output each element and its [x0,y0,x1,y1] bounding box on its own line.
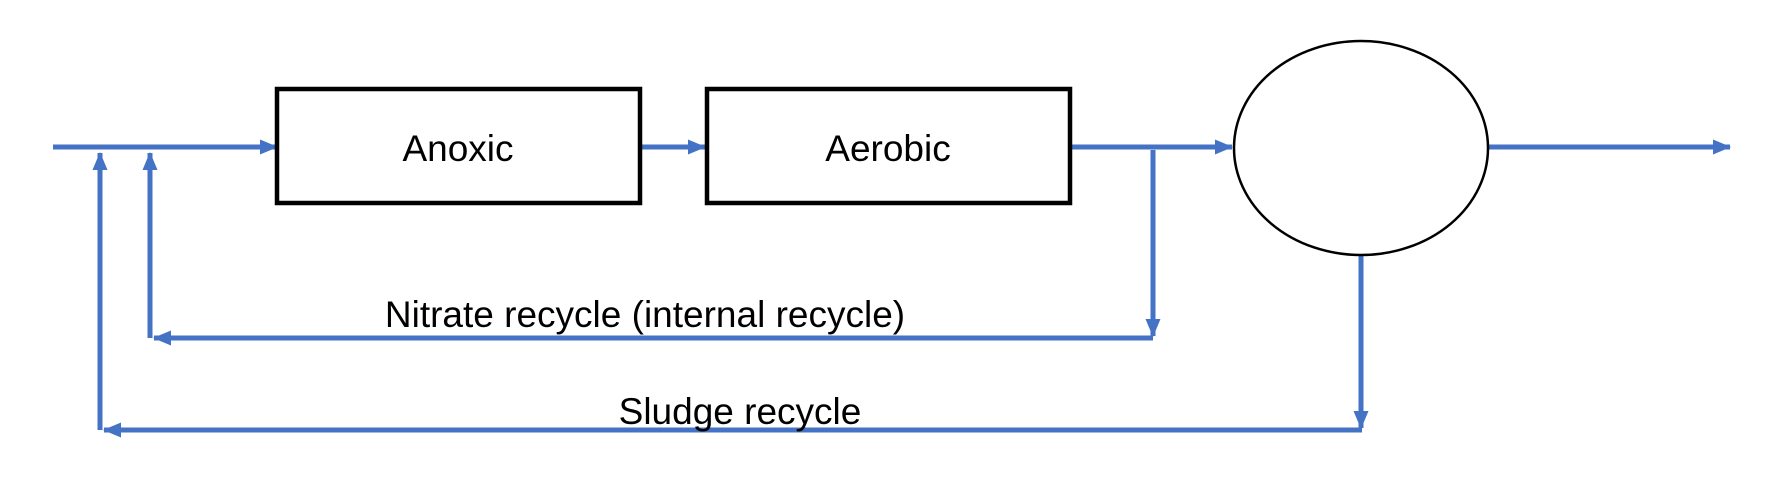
clarifier-circle [1232,39,1490,257]
anoxic-label: Anoxic [402,128,513,169]
nitrate-recycle-label: Nitrate recycle (internal recycle) [385,294,905,335]
anoxic-box [274,86,643,206]
aerobic-box [704,86,1073,206]
sludge-recycle-label: Sludge recycle [619,391,862,432]
aerobic-label: Aerobic [825,128,950,169]
